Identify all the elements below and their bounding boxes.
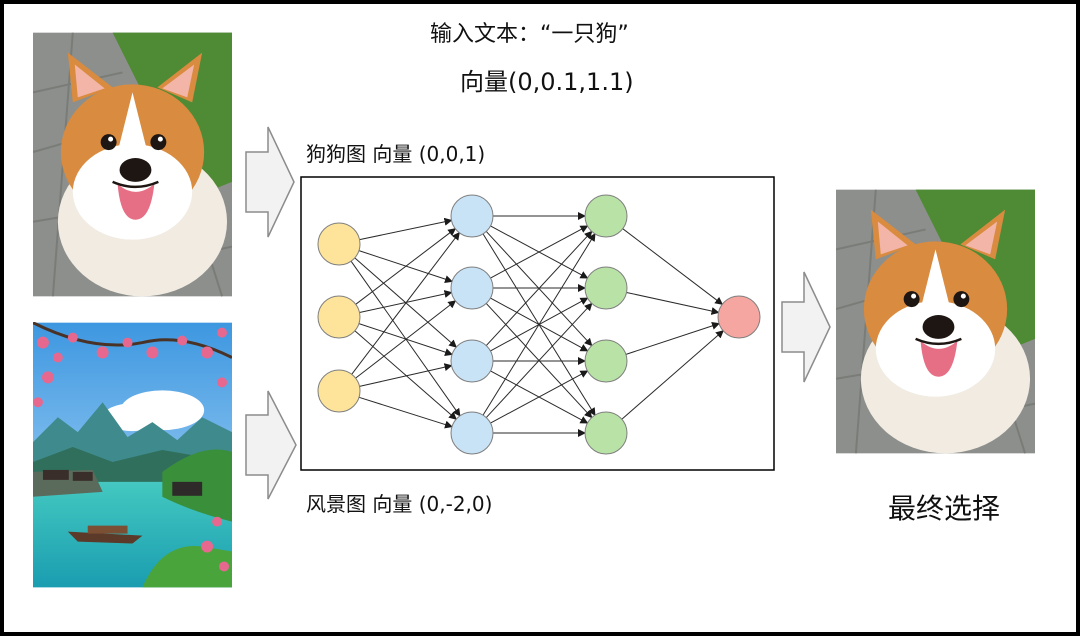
arrow-dog-to-network	[245, 126, 295, 238]
connection-l0-1-3	[354, 330, 457, 420]
arrow-network-to-result	[781, 271, 831, 383]
neural-network-diagram	[300, 176, 775, 471]
connection-l2-2-0	[625, 321, 721, 355]
arrow-scenery-to-network	[245, 390, 297, 500]
neuron-layer3-0	[717, 295, 761, 339]
input-text-label: 输入文本：“一只狗”	[430, 22, 629, 47]
connection-l1-3-2	[490, 370, 589, 424]
query-vector-label: 向量(0,0.1,1.1)	[460, 68, 634, 96]
neuron-layer2-1	[584, 266, 628, 310]
dog-photo-input	[33, 32, 232, 297]
dog-image-vector-label: 狗狗图 向量 (0,0,1)	[306, 142, 486, 166]
connection-l2-3-0	[621, 330, 724, 420]
connection-l0-2-2	[359, 363, 453, 387]
neuron-layer1-1	[450, 266, 494, 310]
neuron-layer1-3	[450, 411, 494, 455]
connection-l1-3-1	[485, 302, 593, 418]
neuron-layer1-2	[450, 339, 494, 383]
scenery-photo-input	[33, 322, 232, 588]
connection-l1-2-0	[485, 230, 593, 346]
connection-l0-1-0	[355, 228, 457, 305]
neuron-layer0-0	[317, 222, 361, 266]
final-choice-label: 最终选择	[888, 492, 1001, 525]
connection-l2-1-0	[626, 291, 720, 315]
neuron-layer2-3	[584, 411, 628, 455]
dog-photo-result	[836, 188, 1035, 455]
scenery-image-vector-label: 风景图 向量 (0,-2,0)	[306, 492, 493, 516]
connection-l0-2-3	[358, 396, 453, 429]
neuron-layer0-1	[317, 295, 361, 339]
neuron-layer2-2	[584, 339, 628, 383]
connection-l2-0-0	[622, 228, 724, 305]
connection-l1-1-0	[490, 225, 589, 279]
connection-l0-0-0	[359, 217, 453, 241]
connection-l0-1-1	[359, 290, 453, 314]
connection-l1-3-0	[482, 233, 596, 416]
neuron-layer1-0	[450, 194, 494, 238]
connection-l0-2-0	[351, 231, 460, 375]
neuron-layer2-0	[584, 194, 628, 238]
connection-l0-2-1	[355, 300, 457, 379]
neuron-layer0-2	[317, 369, 361, 413]
